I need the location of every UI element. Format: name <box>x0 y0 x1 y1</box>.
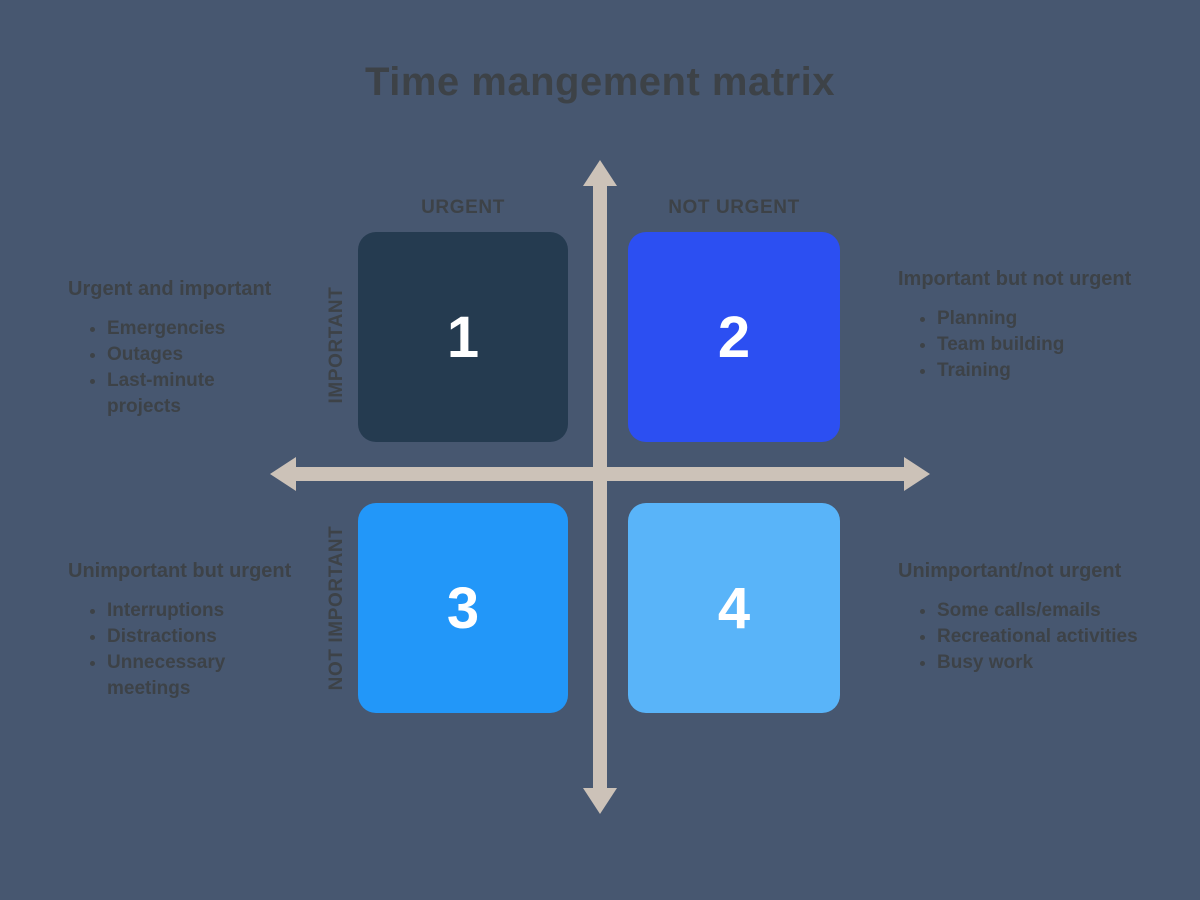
list-item: Busy work <box>937 650 1167 676</box>
horizontal-axis-line <box>294 467 906 481</box>
quadrant-4-square: 4 <box>628 503 840 713</box>
quadrant-3-square: 3 <box>358 503 568 713</box>
list-item: Recreational activities <box>937 624 1167 650</box>
quadrant-4-details-list: Some calls/emails Recreational activitie… <box>898 598 1167 676</box>
quadrant-3-details: Unimportant but urgent Interruptions Dis… <box>68 559 338 702</box>
quadrant-1-details: Urgent and important Emergencies Outages… <box>68 277 338 420</box>
arrow-down-icon <box>583 788 617 814</box>
list-item: Unnecessary meetings <box>107 650 257 702</box>
quadrant-2-square: 2 <box>628 232 840 442</box>
quadrant-4-details: Unimportant/not urgent Some calls/emails… <box>898 559 1198 676</box>
list-item: Distractions <box>107 624 257 650</box>
quadrant-2-details-list: Planning Team building Training <box>898 306 1167 384</box>
vertical-axis-line <box>593 182 607 790</box>
quadrant-2-number: 2 <box>717 304 751 370</box>
list-item: Emergencies <box>107 316 257 342</box>
list-item: Outages <box>107 342 257 368</box>
page-title: Time mangement matrix <box>365 60 835 104</box>
arrow-left-icon <box>270 457 296 491</box>
column-label-urgent: URGENT <box>421 197 505 218</box>
quadrant-4-number: 4 <box>717 575 751 641</box>
quadrant-1-square: 1 <box>358 232 568 442</box>
quadrant-4-details-title: Unimportant/not urgent <box>898 560 1122 582</box>
arrow-right-icon <box>904 457 930 491</box>
quadrant-3-details-title: Unimportant but urgent <box>68 560 292 582</box>
quadrant-2-details-title: Important but not urgent <box>898 268 1132 290</box>
list-item: Last-minute projects <box>107 368 257 420</box>
quadrant-1-details-list: Emergencies Outages Last-minute projects <box>68 316 257 420</box>
list-item: Some calls/emails <box>937 598 1167 624</box>
column-label-not-urgent: NOT URGENT <box>668 197 800 218</box>
list-item: Team building <box>937 332 1167 358</box>
quadrant-1-details-title: Urgent and important <box>68 278 272 300</box>
quadrant-2-details: Important but not urgent Planning Team b… <box>898 267 1198 384</box>
list-item: Planning <box>937 306 1167 332</box>
list-item: Training <box>937 358 1167 384</box>
list-item: Interruptions <box>107 598 257 624</box>
quadrant-3-number: 3 <box>446 575 480 641</box>
quadrant-3-details-list: Interruptions Distractions Unnecessary m… <box>68 598 257 702</box>
quadrant-1-number: 1 <box>446 304 480 370</box>
arrow-up-icon <box>583 160 617 186</box>
